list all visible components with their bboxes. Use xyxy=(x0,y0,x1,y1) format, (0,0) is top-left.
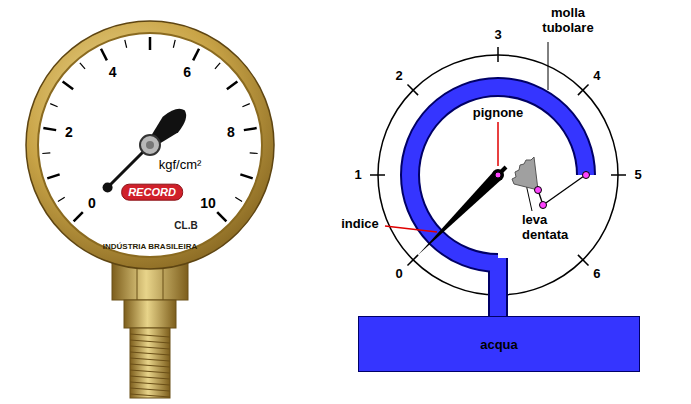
scale-number: 10 xyxy=(200,195,216,211)
scale-number: 4 xyxy=(593,69,600,84)
link-rod xyxy=(543,176,584,205)
leader-line xyxy=(385,226,437,232)
gauge-hub xyxy=(140,135,160,155)
gauge-bezel xyxy=(26,21,274,269)
dial-ticks xyxy=(370,47,626,266)
scale-number: 0 xyxy=(395,267,402,282)
part-label: pignone xyxy=(473,106,524,121)
scale-number: 1 xyxy=(354,168,361,183)
gauge-face xyxy=(38,33,262,257)
part-label: leva dentata xyxy=(522,213,584,243)
scale-number: 5 xyxy=(634,168,641,183)
part-label: molla tubolare xyxy=(535,6,601,36)
toothed-lever xyxy=(512,157,538,190)
class-label: CL.B xyxy=(174,220,197,232)
scale-number: 8 xyxy=(227,124,235,140)
scale-number: 3 xyxy=(494,28,501,43)
scale-number: 2 xyxy=(395,69,402,84)
pivot-dot xyxy=(495,172,590,209)
gauge-ticks xyxy=(42,37,257,221)
water-tank: acqua xyxy=(358,316,640,372)
gauge-fitting xyxy=(112,262,188,398)
part-label: indice xyxy=(341,217,379,232)
pinion xyxy=(492,169,504,181)
leader-line xyxy=(497,122,499,166)
unit-label: kgf/cm² xyxy=(159,158,202,173)
brand-logo: RECORD xyxy=(121,184,183,201)
tank-label: acqua xyxy=(480,337,518,352)
dial-circle xyxy=(378,55,618,295)
leader-line xyxy=(548,42,549,90)
scale-number: 2 xyxy=(65,124,73,140)
gauge-hub xyxy=(146,141,154,149)
scale-number: 6 xyxy=(593,267,600,282)
scale-number: 0 xyxy=(88,195,96,211)
pointer xyxy=(418,171,502,255)
scale-number: 6 xyxy=(183,64,191,80)
tubular-spring xyxy=(410,87,586,322)
maker-label: INDÚSTRIA BRASILEIRA xyxy=(103,242,197,251)
scale-number: 4 xyxy=(109,64,117,80)
